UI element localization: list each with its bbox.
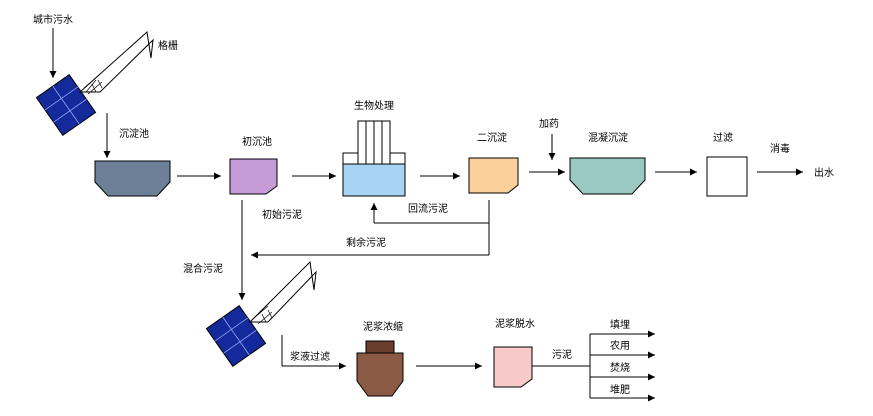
agriculture-label: 农用: [610, 339, 630, 352]
sludge-screen-box: [205, 304, 267, 368]
bio-tank: [342, 163, 406, 197]
thickener-top: [365, 340, 395, 354]
sludge-thickening-label: 泥浆浓缩: [363, 320, 403, 333]
coag-sedimentation-label: 混凝沉淀: [588, 131, 628, 144]
compost-label: 堆肥: [610, 384, 630, 396]
return-sludge-label: 回流污泥: [408, 202, 448, 215]
bio-treatment-label: 生物处理: [354, 99, 394, 112]
thickener-tank: [356, 352, 404, 397]
filtration-label: 过滤: [713, 131, 733, 144]
sludge-label: 污泥: [552, 348, 572, 361]
city-sewage-label: 城市污水: [33, 13, 73, 26]
secondary-clarifier-label: 二沉淀: [477, 131, 507, 144]
disinfection-label: 消毒: [770, 142, 790, 155]
excess-sludge-label: 剩余污泥: [346, 236, 386, 249]
filter-unit: [706, 156, 748, 197]
slurry-filtration-label: 浆液过滤: [290, 350, 330, 363]
grit-chamber-label: 沉淀池: [119, 127, 149, 140]
screen-unit-top: [35, 31, 154, 137]
secondary-clarifier-tank: [468, 157, 519, 194]
dosing-label: 加药: [539, 118, 559, 130]
coag-sedimentation-tank: [569, 157, 646, 195]
grit-chamber-tank: [94, 160, 171, 197]
screen-label: 格栅: [158, 39, 178, 52]
primary-clarifier-tank: [229, 158, 278, 195]
screen-rake: [83, 75, 103, 95]
incineration-label: 焚烧: [610, 361, 630, 374]
screen-conveyor: [78, 31, 154, 93]
sludge-screen-rake: [253, 305, 273, 325]
primary-sludge-label: 初始污泥: [262, 208, 302, 221]
effluent-label: 出水: [814, 166, 834, 179]
dewatering-unit: [493, 346, 533, 388]
screen-unit-bottom: [205, 260, 317, 368]
landfill-label: 填埋: [610, 318, 630, 331]
primary-clarifier-label: 初沉池: [242, 135, 272, 148]
bio-treatment-reactor: [342, 120, 406, 197]
mixed-sludge-label: 混合污泥: [183, 262, 223, 275]
sludge-dewatering-label: 泥浆脱水: [495, 317, 535, 330]
screen-box: [35, 73, 97, 137]
